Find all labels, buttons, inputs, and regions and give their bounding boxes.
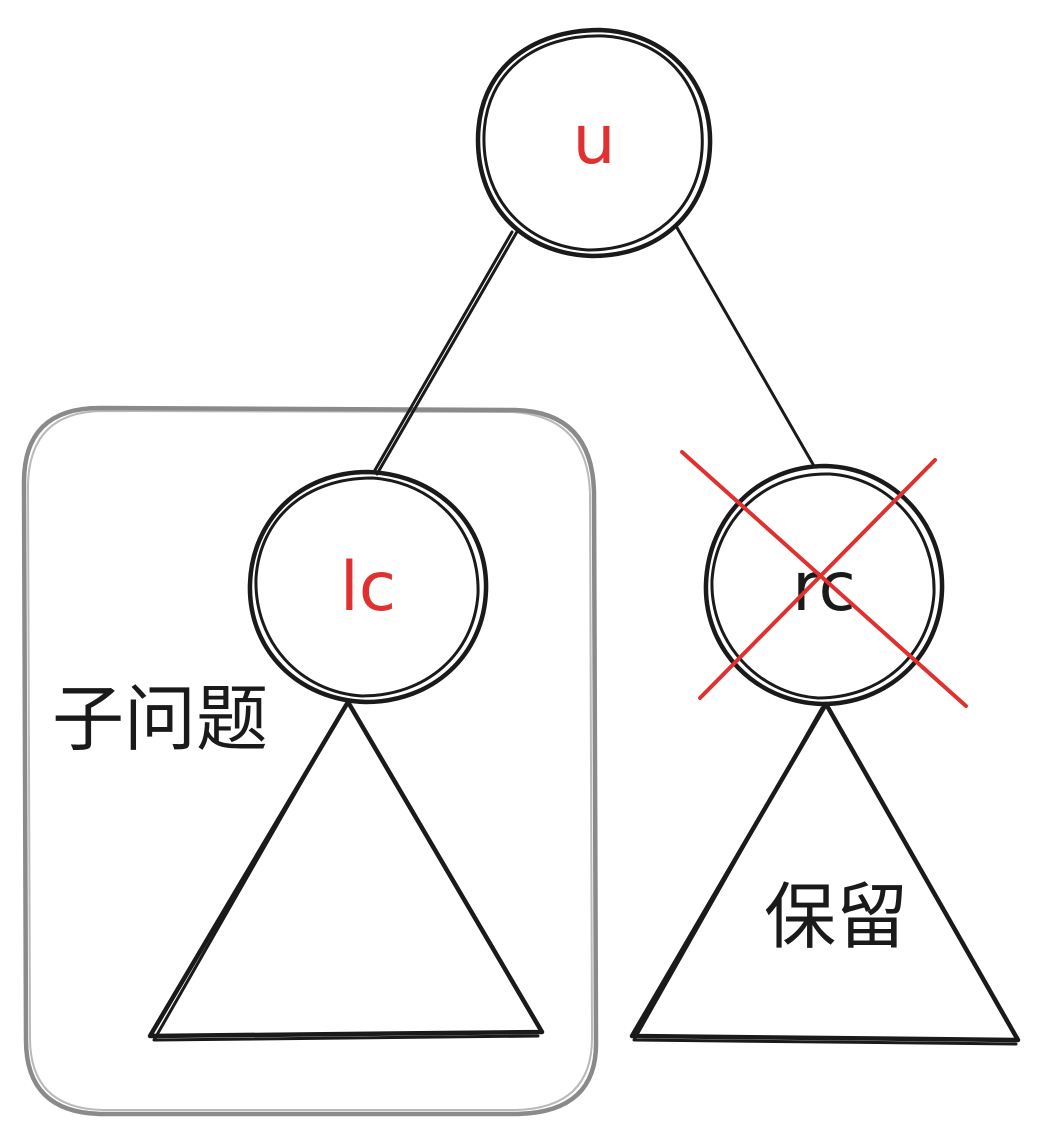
edge-u-rc [674, 224, 816, 468]
keep-label: 保留 [764, 875, 908, 959]
node-lc-label: lc [340, 548, 396, 627]
subproblem-box [21, 405, 599, 1117]
node-rc: rc [703, 463, 945, 707]
node-u-label: u [572, 101, 615, 180]
subproblem-label: 子问题 [52, 677, 268, 761]
subtree-triangle-right [629, 701, 1021, 1046]
node-u: u [475, 27, 713, 259]
delete-cross-icon [680, 450, 968, 708]
edge-u-lc [373, 228, 520, 476]
node-lc: lc [247, 469, 489, 705]
subtree-triangle-left [147, 699, 545, 1042]
